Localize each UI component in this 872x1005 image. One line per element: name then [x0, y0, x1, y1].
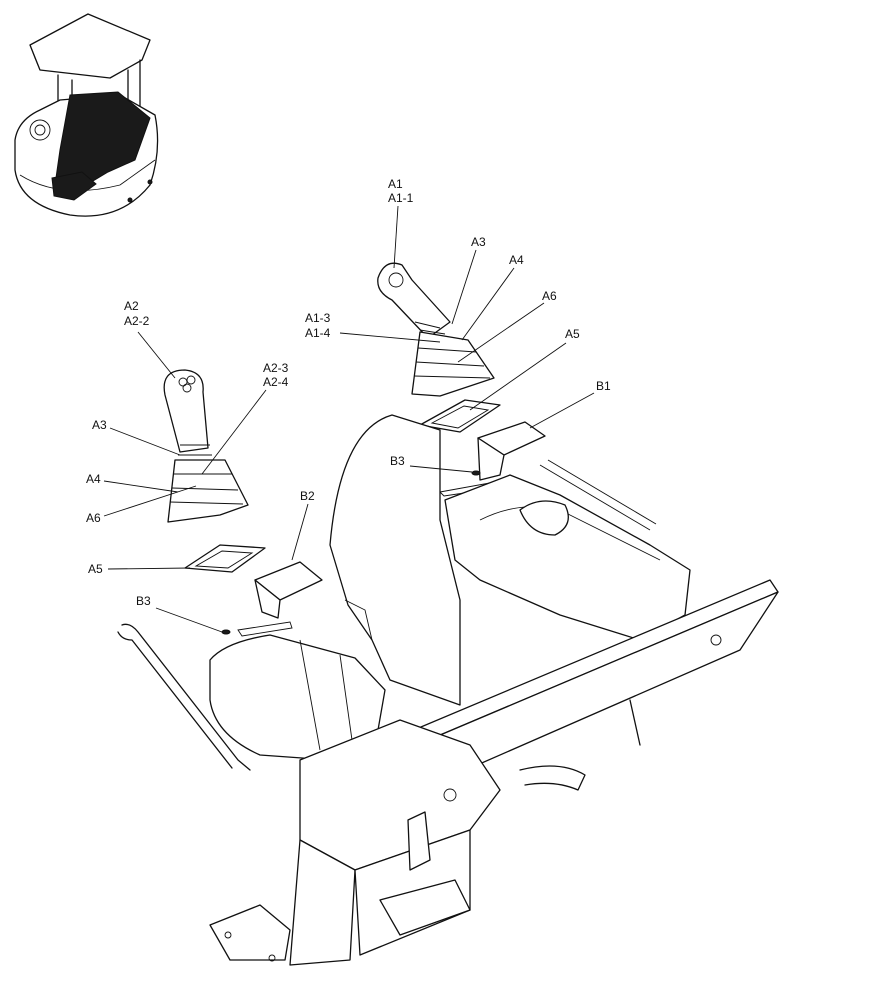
callout-a2-3: A2-3 [263, 361, 289, 375]
callout-a3-left: A3 [92, 418, 107, 432]
left-boot-plate [184, 544, 266, 573]
seat-frame-assembly [117, 414, 779, 966]
left-control-lever [163, 369, 249, 523]
callout-a6-left: A6 [86, 511, 101, 525]
callout-a5-right: A5 [565, 327, 580, 341]
callout-a4-left: A4 [86, 472, 101, 486]
callout-a6-right: A6 [542, 289, 557, 303]
callout-a5-left: A5 [88, 562, 103, 576]
callout-b3-right: B3 [390, 454, 405, 468]
callout-a1-1: A1-1 [388, 191, 414, 205]
callout-b2: B2 [300, 489, 315, 503]
callout-a1: A1 [388, 177, 403, 191]
leader-lines [103, 205, 595, 633]
machine-locator-thumbnail [14, 13, 159, 217]
callout-labels: A1 A1-1 A3 A4 A6 A1-3 A1-4 A5 B1 B3 A2 A… [86, 177, 611, 608]
callout-a2-4: A2-4 [263, 375, 289, 389]
callout-a3-right: A3 [471, 235, 486, 249]
callout-a1-4: A1-4 [305, 326, 331, 340]
callout-b1: B1 [596, 379, 611, 393]
right-boot-plate [419, 399, 501, 433]
callout-a1-3: A1-3 [305, 311, 331, 325]
left-armrest [237, 561, 323, 637]
callout-a2-2: A2-2 [124, 314, 150, 328]
right-armrest [439, 421, 546, 497]
right-control-lever [377, 262, 495, 397]
callout-a2: A2 [124, 299, 139, 313]
callout-a4-right: A4 [509, 253, 524, 267]
callout-b3-left: B3 [136, 594, 151, 608]
